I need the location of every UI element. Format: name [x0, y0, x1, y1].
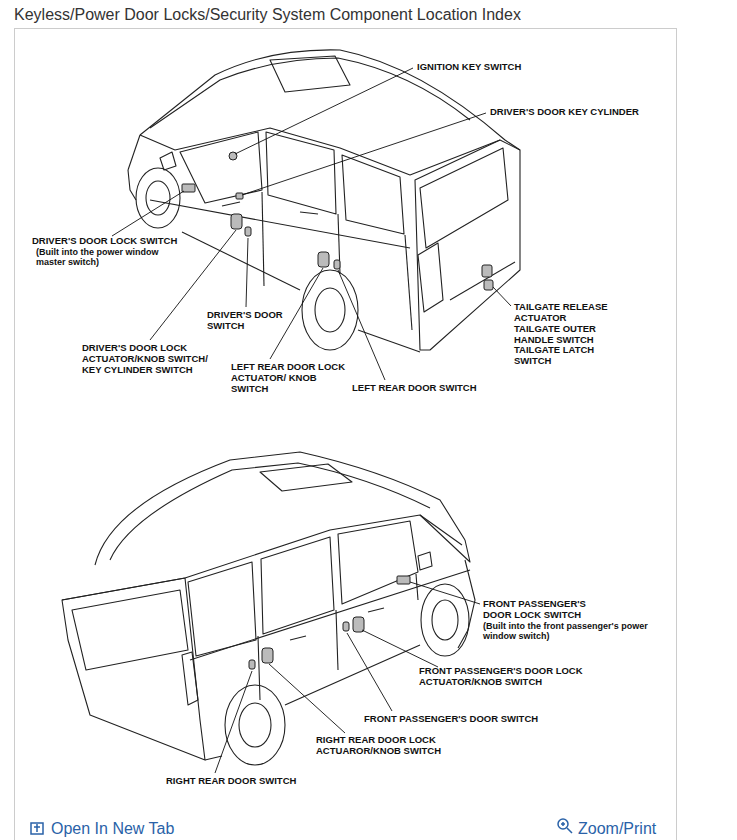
mirror [160, 152, 176, 170]
door-switch [249, 660, 255, 669]
components-bottom [249, 576, 410, 669]
taillight [418, 243, 443, 312]
key-cylinder [236, 193, 243, 199]
part-label: DRIVER'S DOOR LOCK ACTUATOR/KNOB SWITCH/… [82, 343, 222, 375]
sunroof [260, 464, 352, 491]
taillight [182, 652, 198, 705]
part-label: IGNITION KEY SWITCH [417, 62, 521, 73]
part-label: RIGHT REAR DOOR SWITCH [166, 776, 296, 787]
part-label: LEFT REAR DOOR SWITCH [352, 383, 477, 394]
tailgate-actuator [482, 265, 492, 277]
part-label: FRONT PASSENGER'S DOOR SWITCH [364, 714, 538, 725]
page-title: Keyless/Power Door Locks/Security System… [14, 5, 521, 25]
door-switch [245, 227, 251, 236]
lock-actuator [262, 648, 273, 663]
door-lock-switch [182, 184, 195, 192]
part-label: FRONT PASSENGER'S DOOR LOCK SWITCH [483, 599, 603, 621]
part-label: DRIVER'S DOOR KEY CYLINDER [490, 107, 639, 118]
door-switch [343, 622, 349, 631]
part-label: LEFT REAR DOOR LOCK ACTUATOR/ KNOB SWITC… [231, 362, 356, 394]
part-label: RIGHT REAR DOOR LOCK ACTUAROR/KNOB SWITC… [316, 735, 466, 757]
zoom-icon [561, 822, 572, 833]
frame [15, 29, 677, 840]
new-tab-icon [34, 824, 40, 832]
sunroof [270, 56, 350, 92]
lock-actuator [318, 252, 329, 267]
link-text: Zoom/Print [578, 820, 656, 838]
tailgate-latch [484, 280, 493, 290]
part-note: (Built into the front passenger's power … [483, 621, 648, 641]
link-text: Open In New Tab [51, 820, 174, 838]
vehicle-top [128, 50, 520, 352]
components-top [182, 152, 493, 290]
part-label: TAILGATE LATCH SWITCH [514, 345, 622, 367]
part-label: TAILGATE RELEASE ACTUATOR [514, 302, 622, 324]
part-label: DRIVER'S DOOR LOCK SWITCH [32, 236, 177, 247]
door-switch [334, 260, 340, 269]
part-label: TAILGATE OUTER HANDLE SWITCH [514, 324, 622, 346]
door-lock-switch [397, 576, 410, 584]
part-note: (Built into the power window master swit… [36, 247, 161, 267]
part-label: FRONT PASSENGER'S DOOR LOCK ACTUATOR/KNO… [419, 666, 604, 688]
mirror [418, 552, 432, 570]
new-tab-icon [31, 823, 43, 834]
part-label: DRIVER'S DOOR SWITCH [207, 310, 302, 332]
lock-actuator [231, 214, 242, 229]
